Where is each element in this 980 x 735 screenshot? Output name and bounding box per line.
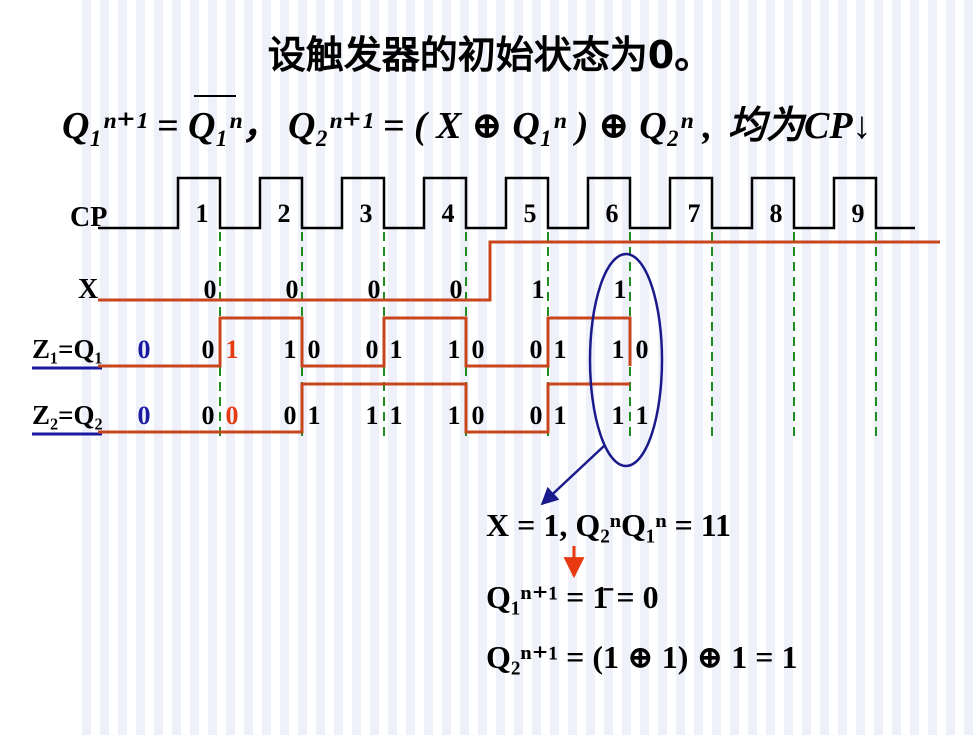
pulse-number: 3	[360, 199, 373, 228]
q1-value-before: 0	[202, 335, 215, 364]
equation-q2: Q₂ⁿ⁺¹ = ( X ⊕ Q₁ⁿ ) ⊕ Q₂ⁿ ,	[288, 105, 712, 147]
q1-value-before: 1	[612, 335, 625, 364]
q1-value-after: 1	[390, 335, 403, 364]
cp-waveform-group: 1 2 3 4 5 6 7 8 9	[98, 176, 915, 230]
pulse-number: 7	[688, 199, 701, 228]
pulse-number: 9	[852, 199, 865, 228]
annotation-line-3: Q₂ⁿ⁺¹ = (1 ⊕ 1) ⊕ 1 = 1	[486, 639, 798, 675]
z1-label: Z₁=Q₁	[32, 334, 103, 364]
q1-value-after: 1	[554, 335, 567, 364]
q2-value-before: 1	[448, 401, 461, 430]
q2-value-after: 1	[636, 401, 649, 430]
q1-value-before: 1	[448, 335, 461, 364]
q2-value-after: 1	[390, 401, 403, 430]
q2-value-before: 0	[202, 401, 215, 430]
x-value: 1	[614, 275, 627, 304]
q1-value-before: 0	[366, 335, 379, 364]
q1-waveform	[98, 316, 632, 368]
q2-value-before: 1	[366, 401, 379, 430]
callout-arrow	[540, 445, 605, 506]
q1-value-after: 0	[308, 335, 321, 364]
q1-value-after: 0	[472, 335, 485, 364]
pulse-number: 6	[606, 199, 619, 228]
q2-waveform-group	[98, 382, 630, 434]
x-waveform	[98, 240, 940, 302]
pulse-number: 4	[442, 199, 455, 228]
z2-label: Z₂=Q₂	[32, 400, 103, 430]
x-value: 0	[368, 275, 381, 304]
pulse-number: 1	[196, 199, 209, 228]
q1-value-before: 1	[284, 335, 297, 364]
pulse-number: 5	[524, 199, 537, 228]
q2-value-after: 0	[226, 401, 239, 430]
pulse-number: 2	[278, 199, 291, 228]
clock-edge-note: 均为CP↓	[728, 105, 872, 147]
q2-initial-value: 0	[138, 401, 151, 430]
annotation-line-2: Q₁ⁿ⁺¹ = 1̄ = 0	[486, 579, 659, 615]
q2-value-after: 0	[472, 401, 485, 430]
q2-value-after: 1	[308, 401, 321, 430]
q1-initial-value: 0	[138, 335, 151, 364]
q1-value-before: 0	[530, 335, 543, 364]
q2-value-before: 0	[284, 401, 297, 430]
annotation-line-1: X = 1, Q₂ⁿQ₁ⁿ = 11	[486, 507, 731, 543]
q2-value-after: 1	[554, 401, 567, 430]
x-value: 0	[204, 275, 217, 304]
q2-value-before: 0	[530, 401, 543, 430]
x-value: 0	[450, 275, 463, 304]
cp-waveform	[98, 176, 915, 230]
highlight-ellipse	[588, 252, 664, 468]
x-waveform-group	[98, 240, 940, 302]
x-value: 1	[532, 275, 545, 304]
slide-title: 设触发器的初始状态为0。	[268, 33, 712, 77]
q1-value-after: 1	[226, 335, 239, 364]
q1-value-after: 0	[636, 335, 649, 364]
q2-waveform	[98, 382, 630, 434]
x-label: X	[78, 274, 98, 305]
equation-q1: Q₁ⁿ⁺¹ = Q₁ⁿ，	[62, 105, 280, 147]
x-value: 0	[286, 275, 299, 304]
q2-value-before: 1	[612, 401, 625, 430]
q1-waveform-group	[98, 316, 632, 368]
pulse-number: 8	[770, 199, 783, 228]
